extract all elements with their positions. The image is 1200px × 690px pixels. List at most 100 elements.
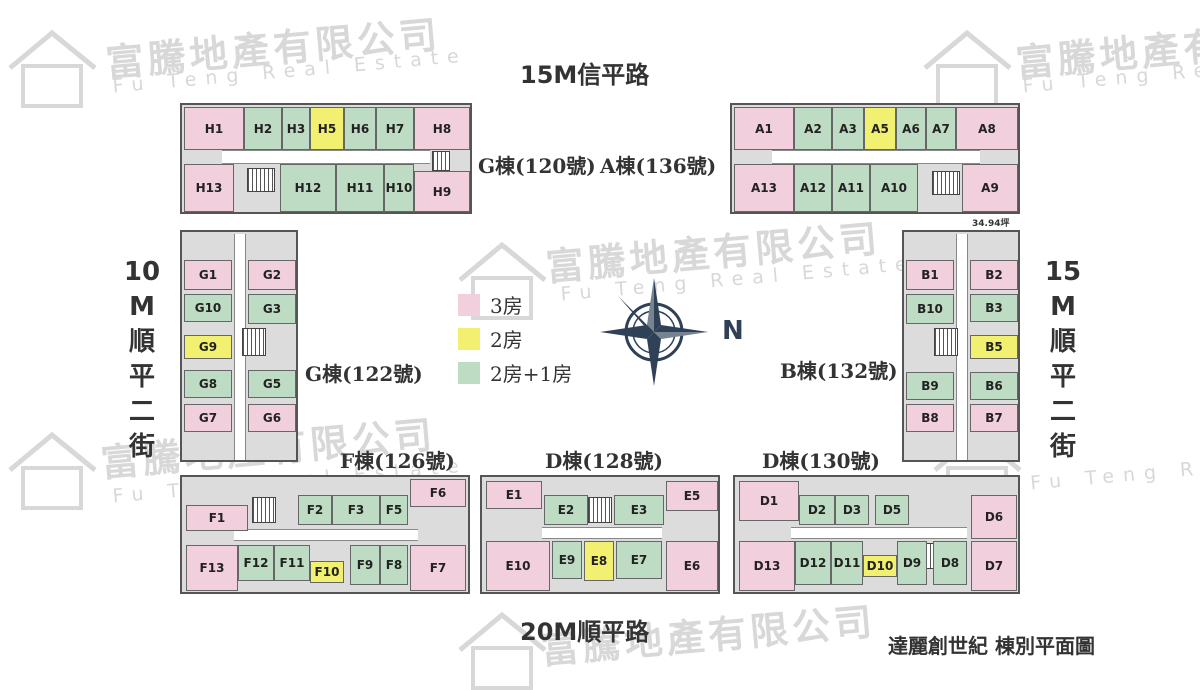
building-label-d128: D棟(128號) bbox=[545, 449, 664, 473]
unit-a2[interactable]: A2 bbox=[794, 107, 832, 150]
building-label-f: F棟(126號) bbox=[340, 449, 455, 473]
unit-e5[interactable]: E5 bbox=[666, 481, 718, 511]
corridor bbox=[222, 150, 430, 164]
road-east-char: 15 bbox=[1044, 257, 1082, 287]
unit-h3[interactable]: H3 bbox=[282, 107, 310, 150]
unit-a6[interactable]: A6 bbox=[896, 107, 926, 150]
corridor bbox=[542, 527, 662, 539]
unit-f7[interactable]: F7 bbox=[410, 545, 466, 591]
unit-g5[interactable]: G5 bbox=[248, 370, 296, 398]
legend-swatch bbox=[458, 361, 480, 384]
unit-g10[interactable]: G10 bbox=[184, 294, 232, 322]
legend-swatch bbox=[458, 293, 480, 316]
unit-d8[interactable]: D8 bbox=[933, 541, 967, 585]
unit-d11[interactable]: D11 bbox=[831, 541, 863, 585]
unit-e2[interactable]: E2 bbox=[544, 495, 588, 525]
unit-g1[interactable]: G1 bbox=[184, 260, 232, 290]
unit-d13[interactable]: D13 bbox=[739, 541, 795, 591]
unit-f6[interactable]: F6 bbox=[410, 479, 466, 507]
unit-d2[interactable]: D2 bbox=[799, 495, 835, 525]
unit-a10[interactable]: A10 bbox=[870, 164, 918, 212]
unit-h2[interactable]: H2 bbox=[244, 107, 282, 150]
unit-f3[interactable]: F3 bbox=[332, 495, 380, 525]
unit-b6[interactable]: B6 bbox=[970, 372, 1018, 400]
unit-a7[interactable]: A7 bbox=[926, 107, 956, 150]
unit-b7[interactable]: B7 bbox=[970, 404, 1018, 432]
unit-e6[interactable]: E6 bbox=[666, 541, 718, 591]
unit-f8[interactable]: F8 bbox=[380, 545, 408, 585]
road-west-char: 順 bbox=[128, 327, 155, 357]
unit-b9[interactable]: B9 bbox=[906, 372, 954, 400]
unit-f1[interactable]: F1 bbox=[186, 505, 248, 531]
unit-f11[interactable]: F11 bbox=[274, 545, 310, 581]
unit-e9[interactable]: E9 bbox=[552, 541, 582, 579]
road-west-char: M bbox=[129, 292, 155, 322]
unit-e10[interactable]: E10 bbox=[486, 541, 550, 591]
unit-d3[interactable]: D3 bbox=[835, 495, 869, 525]
road-east-char: 順 bbox=[1049, 327, 1076, 357]
corridor bbox=[791, 527, 967, 539]
building-d-floorplan: D1 D2 D3 D5 D6 D13 D12 D11 D10 D9 D8 D7 bbox=[733, 475, 1020, 594]
unit-h11[interactable]: H11 bbox=[336, 164, 384, 212]
unit-d10[interactable]: D10 bbox=[863, 555, 897, 577]
unit-d6[interactable]: D6 bbox=[971, 495, 1017, 539]
unit-g9[interactable]: G9 bbox=[184, 335, 232, 359]
road-west-char: 平 bbox=[128, 362, 155, 392]
unit-h6[interactable]: H6 bbox=[344, 107, 376, 150]
road-east-char: M bbox=[1050, 292, 1076, 322]
road-west-char: 二 bbox=[128, 397, 155, 427]
unit-g6[interactable]: G6 bbox=[248, 404, 296, 432]
unit-a1[interactable]: A1 bbox=[734, 107, 794, 150]
stair-core bbox=[432, 151, 450, 171]
unit-g2[interactable]: G2 bbox=[248, 260, 296, 290]
unit-h5[interactable]: H5 bbox=[310, 107, 344, 150]
unit-a5[interactable]: A5 bbox=[864, 107, 896, 150]
unit-d1[interactable]: D1 bbox=[739, 481, 799, 521]
unit-a3[interactable]: A3 bbox=[832, 107, 864, 150]
unit-a12[interactable]: A12 bbox=[794, 164, 832, 212]
unit-b3[interactable]: B3 bbox=[970, 294, 1018, 322]
unit-f12[interactable]: F12 bbox=[238, 545, 274, 581]
unit-d7[interactable]: D7 bbox=[971, 541, 1017, 591]
road-south: 20M順平路 bbox=[520, 618, 650, 646]
unit-h8[interactable]: H8 bbox=[414, 107, 470, 150]
unit-f10[interactable]: F10 bbox=[310, 561, 344, 583]
unit-f5[interactable]: F5 bbox=[380, 495, 408, 525]
unit-d5[interactable]: D5 bbox=[875, 495, 909, 525]
unit-d12[interactable]: D12 bbox=[795, 541, 831, 585]
unit-a8[interactable]: A8 bbox=[956, 107, 1018, 150]
stair-core bbox=[932, 171, 960, 195]
unit-g8[interactable]: G8 bbox=[184, 370, 232, 398]
legend-label: 3房 bbox=[490, 294, 523, 318]
unit-h1[interactable]: H1 bbox=[184, 107, 244, 150]
unit-b2[interactable]: B2 bbox=[970, 260, 1018, 290]
building-f-floorplan: F1 F2 F3 F5 F6 F13 F12 F11 F10 F9 F8 F7 bbox=[180, 475, 470, 594]
unit-d9[interactable]: D9 bbox=[897, 541, 927, 585]
plan-caption: 達麗創世紀 棟別平面圖 bbox=[888, 634, 1095, 658]
unit-g7[interactable]: G7 bbox=[184, 404, 232, 432]
unit-h7[interactable]: H7 bbox=[376, 107, 414, 150]
road-east-char: 街 bbox=[1049, 432, 1076, 462]
unit-a9[interactable]: A9 bbox=[962, 164, 1018, 212]
unit-f13[interactable]: F13 bbox=[186, 545, 238, 591]
unit-f9[interactable]: F9 bbox=[350, 545, 380, 585]
unit-b5[interactable]: B5 bbox=[970, 335, 1018, 359]
unit-a11[interactable]: A11 bbox=[832, 164, 870, 212]
unit-a13[interactable]: A13 bbox=[734, 164, 794, 212]
unit-g3[interactable]: G3 bbox=[248, 294, 296, 324]
unit-h9[interactable]: H9 bbox=[414, 171, 470, 212]
unit-e1[interactable]: E1 bbox=[486, 481, 542, 509]
unit-h13[interactable]: H13 bbox=[184, 164, 234, 212]
road-east: 15 M 順 平 二 街 bbox=[1043, 255, 1083, 465]
unit-e7[interactable]: E7 bbox=[616, 541, 662, 579]
watermark-company: 富騰地產有限公司 bbox=[103, 11, 443, 86]
unit-h12[interactable]: H12 bbox=[280, 164, 336, 212]
unit-h10[interactable]: H10 bbox=[384, 164, 414, 212]
unit-b10[interactable]: B10 bbox=[906, 294, 954, 324]
road-east-char: 二 bbox=[1049, 397, 1076, 427]
unit-f2[interactable]: F2 bbox=[298, 495, 332, 525]
unit-b1[interactable]: B1 bbox=[906, 260, 954, 290]
unit-b8[interactable]: B8 bbox=[906, 404, 954, 432]
unit-e8[interactable]: E8 bbox=[584, 541, 614, 581]
unit-e3[interactable]: E3 bbox=[614, 495, 664, 525]
